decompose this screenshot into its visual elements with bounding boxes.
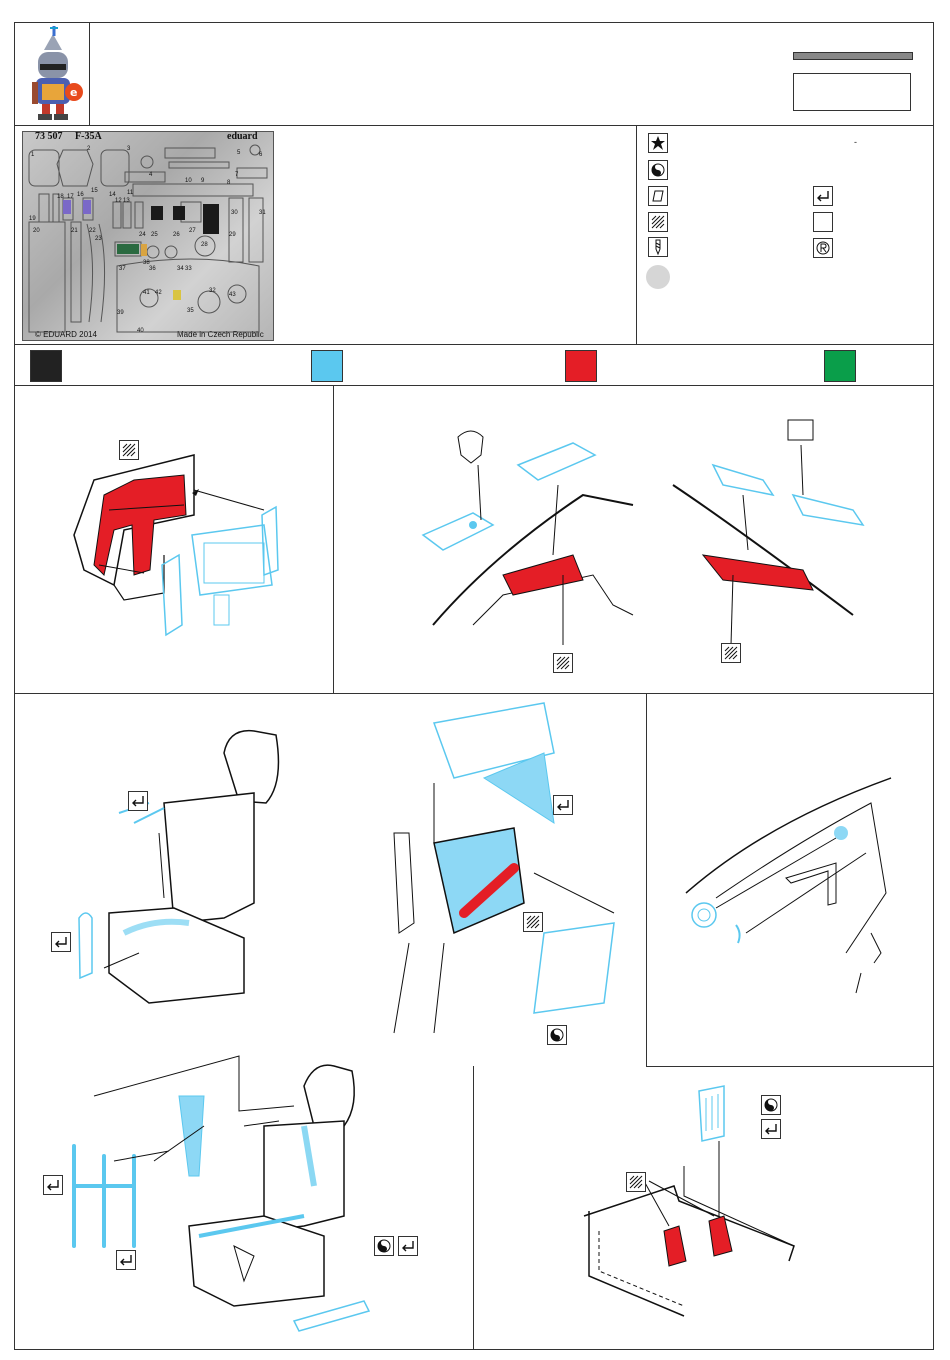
fold-icon bbox=[648, 186, 668, 206]
drill-icon bbox=[648, 237, 668, 257]
fret-part-number: 20 bbox=[33, 228, 40, 234]
title-bar-grey bbox=[793, 52, 913, 60]
title-box bbox=[793, 73, 911, 111]
fret-part-number: 33 bbox=[185, 266, 192, 272]
fret-part-number: 6 bbox=[259, 152, 262, 158]
fret-part-number: 15 bbox=[91, 188, 98, 194]
sand-icon bbox=[648, 212, 668, 232]
svg-text:e: e bbox=[70, 86, 77, 99]
yin-yang-icon bbox=[761, 1095, 781, 1115]
fret-part-number: 29 bbox=[229, 232, 236, 238]
sand-icon bbox=[523, 912, 543, 932]
fret-part-number: 31 bbox=[259, 210, 266, 216]
fret-part-number: 18 bbox=[57, 194, 64, 200]
knight-mascot-logo: e bbox=[14, 22, 90, 126]
legend-tick: - bbox=[854, 137, 857, 147]
canopy-drawing bbox=[646, 693, 934, 1067]
fret-model-name: F-35A bbox=[75, 131, 102, 142]
fret-part-number: 10 bbox=[185, 178, 192, 184]
star-icon bbox=[648, 133, 668, 153]
fret-part-number: 21 bbox=[71, 228, 78, 234]
fret-part-number: 13 bbox=[123, 198, 130, 204]
fret-part-number: 11 bbox=[127, 190, 133, 196]
fret-part-number: 30 bbox=[231, 210, 238, 216]
fret-part-number: 41 bbox=[143, 290, 150, 296]
color-swatch-red bbox=[565, 350, 597, 382]
fret-part-number: 27 bbox=[189, 228, 196, 234]
bend-icon bbox=[398, 1236, 418, 1256]
bend-icon bbox=[128, 791, 148, 811]
color-row bbox=[14, 344, 934, 386]
bend-icon bbox=[553, 795, 573, 815]
fret-part-number: 5 bbox=[237, 150, 240, 156]
fret-part-number: 43 bbox=[229, 292, 236, 298]
fret-part-number: 2 bbox=[87, 146, 90, 152]
fret-part-number: 38 bbox=[143, 260, 150, 266]
bend-icon bbox=[43, 1175, 63, 1195]
fret-part-number: 24 bbox=[139, 232, 146, 238]
sand-icon bbox=[119, 440, 139, 460]
bend-icon bbox=[761, 1119, 781, 1139]
sand-icon bbox=[721, 643, 741, 663]
fret-part-number: 42 bbox=[155, 290, 162, 296]
fret-part-number: 28 bbox=[201, 242, 208, 248]
side-console-drawing bbox=[333, 385, 934, 694]
blank-square-icon bbox=[813, 212, 833, 232]
grey-dot-icon bbox=[646, 265, 670, 289]
fret-part-number: 16 bbox=[77, 192, 84, 198]
seatbelts-drawing bbox=[14, 1066, 474, 1350]
sand-icon bbox=[553, 653, 573, 673]
fret-part-number: 19 bbox=[29, 216, 36, 222]
rudder-pedals-drawing bbox=[474, 1066, 934, 1350]
color-swatch-light-blue bbox=[311, 350, 343, 382]
fret-part-number: 26 bbox=[173, 232, 180, 238]
fret-part-number: 40 bbox=[137, 328, 144, 334]
fret-part-number: 25 bbox=[151, 232, 158, 238]
fret-part-number: 7 bbox=[235, 172, 238, 178]
fret-part-number: 35 bbox=[187, 308, 194, 314]
fret-part-number: 39 bbox=[117, 310, 124, 316]
bend-icon bbox=[813, 186, 833, 206]
bend-icon bbox=[116, 1250, 136, 1270]
fret-part-number: 1 bbox=[31, 152, 34, 158]
fret-brand: eduard bbox=[227, 131, 258, 142]
fret-part-number: 22 bbox=[89, 228, 96, 234]
yin-yang-icon bbox=[648, 160, 668, 180]
bend-icon bbox=[51, 932, 71, 952]
logo-box: e bbox=[14, 22, 90, 126]
yin-yang-icon bbox=[374, 1236, 394, 1256]
registered-icon bbox=[813, 238, 833, 258]
fret-part-number: 32 bbox=[209, 288, 216, 294]
photo-etch-fret: 73 507 F-35A eduard © EDUARD 2014 Made i… bbox=[22, 131, 274, 341]
fret-part-number: 14 bbox=[109, 192, 116, 198]
fret-part-number: 23 bbox=[95, 236, 102, 242]
fret-part-number: 37 bbox=[119, 266, 126, 272]
coaming-drawing bbox=[14, 385, 334, 694]
fret-part-number: 8 bbox=[227, 180, 230, 186]
fret-part-number: 9 bbox=[201, 178, 204, 184]
fret-part-number: 12 bbox=[115, 198, 122, 204]
fret-part-number: 36 bbox=[149, 266, 156, 272]
fret-part-number: 3 bbox=[127, 146, 130, 152]
fret-part-number: 4 bbox=[149, 172, 152, 178]
sand-icon bbox=[626, 1172, 646, 1192]
color-swatch-green bbox=[824, 350, 856, 382]
fret-part-number: 17 bbox=[67, 194, 74, 200]
color-swatch-black bbox=[30, 350, 62, 382]
fret-product-code: 73 507 bbox=[35, 131, 63, 142]
yin-yang-icon bbox=[547, 1025, 567, 1045]
seat-drawing bbox=[14, 693, 647, 1067]
fret-part-number: 34 bbox=[177, 266, 184, 272]
